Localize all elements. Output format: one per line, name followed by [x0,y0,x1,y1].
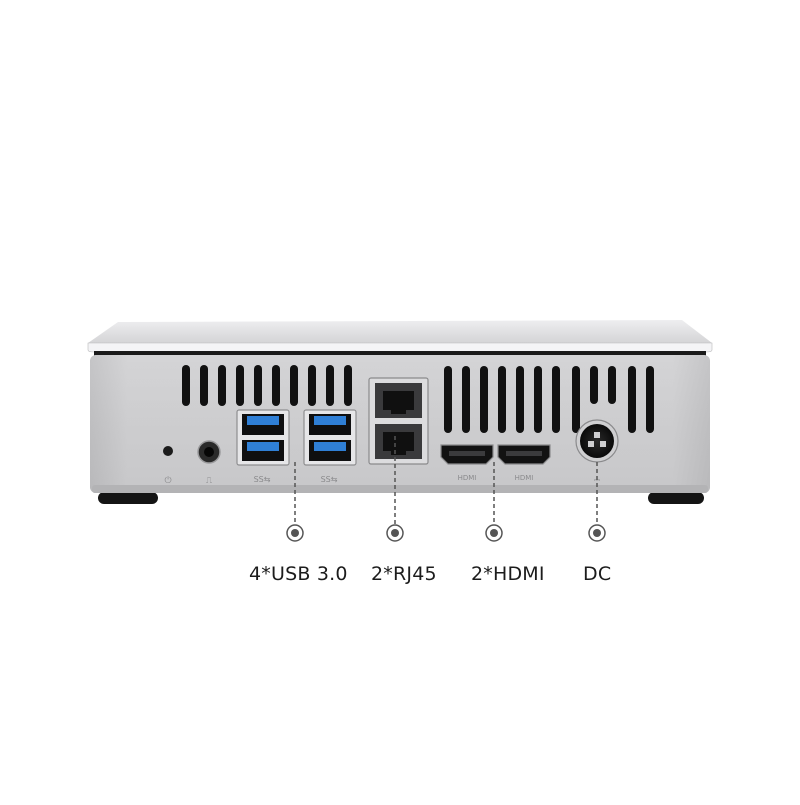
callout-hdmi [485,462,503,542]
rj45-port-label: 2*RJ45 [371,563,437,585]
usb-port-label: 4*USB 3.0 [249,563,348,585]
hdmi-port-2 [497,444,551,465]
svg-text:HDMI: HDMI [458,474,477,482]
svg-text:SS⇆: SS⇆ [254,475,271,484]
hdmi-port-label: 2*HDMI [471,563,545,585]
lid-edge [87,342,713,353]
svg-text:⎍: ⎍ [206,476,213,486]
bottom-edge [92,485,708,493]
svg-text:SS⇆: SS⇆ [321,475,338,484]
callout-dc [588,462,606,542]
rj45-port-group [368,377,429,465]
top-lid [88,320,712,343]
dc-power-jack [575,419,619,463]
svg-text:⏻: ⏻ [164,475,171,486]
svg-text:HDMI: HDMI [515,474,534,482]
left-foot [98,492,158,504]
hdmi-port-1 [440,444,494,465]
callout-rj45 [386,436,404,542]
right-foot [648,492,704,504]
power-indicator [163,446,173,456]
usb-port-group-2 [303,409,357,466]
left-vents [182,365,352,406]
usb-port-group-1 [236,409,290,466]
callout-usb [286,462,304,542]
lid-seam [94,351,706,356]
dc-port-label: DC [583,563,612,585]
right-vents [444,366,654,433]
